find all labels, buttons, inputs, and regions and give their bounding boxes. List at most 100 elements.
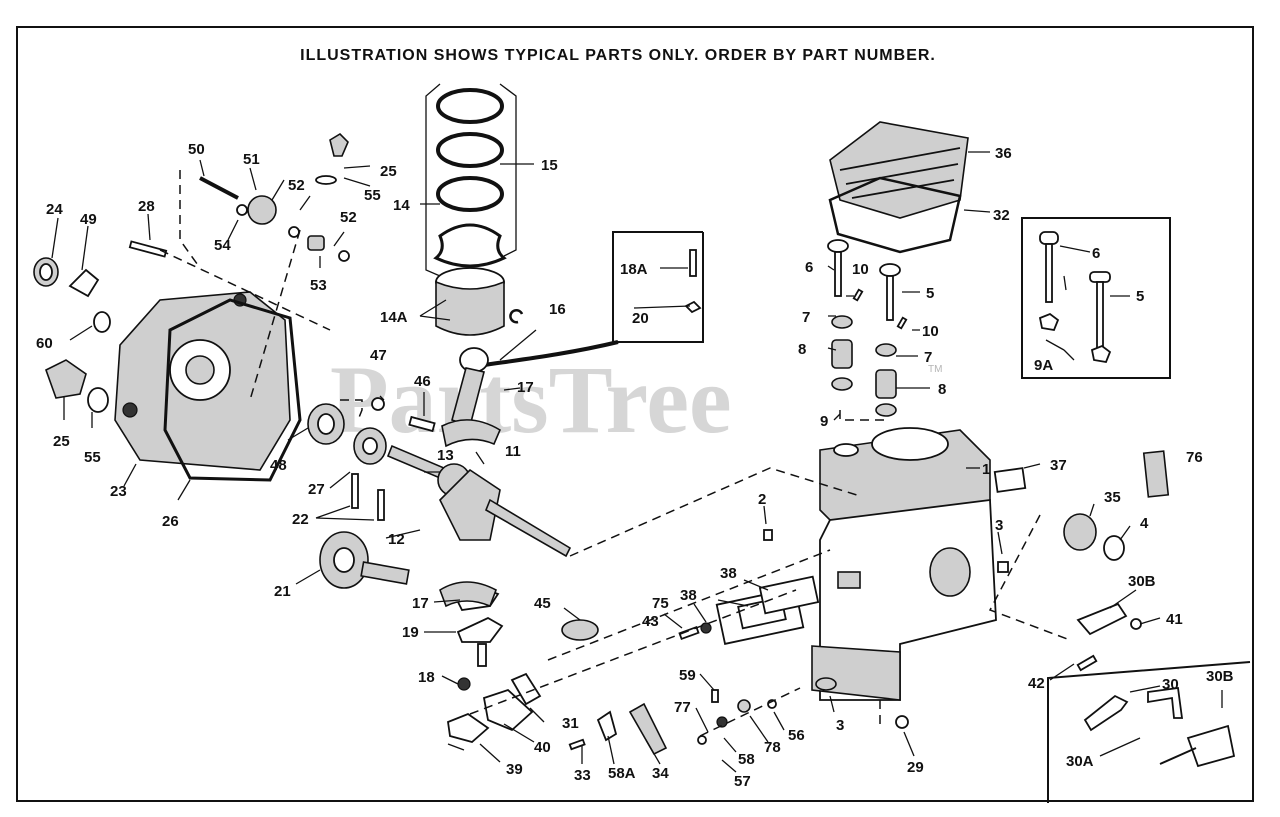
- governor-shaft-bracket: [68, 268, 100, 298]
- callout-7-left: 7: [802, 309, 810, 326]
- callout-55-top: 55: [364, 187, 381, 204]
- callout-labels: 1 2 3 3 4 5 5 6 6 7 7 8 8 9 9A 10 10 11 …: [36, 141, 1234, 790]
- callout-39: 39: [506, 761, 523, 778]
- callout-6-inset: 6: [1092, 245, 1100, 262]
- oil-fill-plug: [45, 359, 87, 399]
- callout-59: 59: [679, 667, 696, 684]
- callout-25-top: 25: [380, 163, 397, 180]
- throttle-bracket-parts: [596, 689, 777, 756]
- callout-18: 18: [418, 669, 435, 686]
- oil-fill-gasket: [87, 387, 109, 413]
- inset-box-valve-variant: [1021, 217, 1171, 379]
- callout-19: 19: [402, 624, 419, 641]
- callout-53: 53: [310, 277, 327, 294]
- callout-28: 28: [138, 198, 155, 215]
- callout-1: 1: [982, 461, 990, 478]
- callout-40: 40: [534, 739, 551, 756]
- callout-35: 35: [1104, 489, 1121, 506]
- callout-54: 54: [214, 237, 231, 254]
- callout-57: 57: [734, 773, 751, 790]
- callout-30: 30: [1162, 676, 1179, 693]
- callout-12: 12: [388, 531, 405, 548]
- callout-2: 2: [758, 491, 766, 508]
- intake-adapter: [1063, 513, 1125, 561]
- callout-32: 32: [993, 207, 1010, 224]
- callout-29: 29: [907, 759, 924, 776]
- callout-42: 42: [1028, 675, 1045, 692]
- callout-21: 21: [274, 583, 291, 600]
- callout-58: 58: [738, 751, 755, 768]
- callout-43: 43: [642, 613, 659, 630]
- oil-seal: [33, 257, 59, 287]
- callout-30B-inset: 30B: [1206, 668, 1234, 685]
- watermark: PartsTree: [330, 346, 732, 453]
- callout-33: 33: [574, 767, 591, 784]
- assembly-lines: [159, 170, 1071, 737]
- head-gasket: [828, 176, 962, 254]
- callout-51: 51: [243, 151, 260, 168]
- callout-22: 22: [292, 511, 309, 528]
- callout-76: 76: [1186, 449, 1203, 466]
- cylinder-block: [811, 427, 997, 701]
- breather-gasket: [993, 467, 1027, 493]
- callout-46: 46: [414, 373, 431, 390]
- cylinder-head: [829, 121, 969, 219]
- inset-box-throttle-linkage: [1047, 661, 1251, 803]
- crankcase-gasket: [163, 298, 302, 482]
- callout-60: 60: [36, 335, 53, 352]
- callout-8-right: 8: [938, 381, 946, 398]
- valve-springs: [831, 339, 897, 399]
- cylinder-bolt-46: [408, 415, 436, 433]
- callout-48: 48: [270, 457, 287, 474]
- callout-78: 78: [764, 739, 781, 756]
- piston-pin-clip: [509, 309, 524, 324]
- callout-30A: 30A: [1066, 753, 1094, 770]
- callout-49: 49: [80, 211, 97, 228]
- callout-11: 11: [505, 443, 521, 460]
- callout-45: 45: [534, 595, 551, 612]
- callout-17-rod: 17: [517, 379, 534, 396]
- callout-25-left: 25: [53, 433, 70, 450]
- piston: [435, 267, 505, 336]
- crankshaft-oil-seal: [353, 427, 387, 465]
- valve-intake: [879, 263, 901, 321]
- callout-56: 56: [788, 727, 805, 744]
- valve-cover-screws: [351, 473, 385, 521]
- callout-14A: 14A: [380, 309, 408, 326]
- callout-10-bottom: 10: [922, 323, 939, 340]
- main-bearing: [307, 403, 345, 445]
- callout-18A: 18A: [620, 261, 648, 278]
- callout-5: 5: [926, 285, 934, 302]
- crankshaft: [386, 444, 572, 558]
- callout-6: 6: [805, 259, 813, 276]
- piston-rings: [425, 83, 517, 277]
- callout-34: 34: [652, 765, 669, 782]
- callout-38-right: 38: [720, 565, 737, 582]
- callout-4: 4: [1140, 515, 1149, 532]
- callout-5-inset: 5: [1136, 288, 1144, 305]
- diagram-frame: [16, 26, 1254, 802]
- diagram-heading: ILLUSTRATION SHOWS TYPICAL PARTS ONLY. O…: [300, 47, 936, 64]
- callout-50: 50: [188, 141, 205, 158]
- callout-17-cap: 17: [412, 595, 429, 612]
- callout-47: 47: [370, 347, 387, 364]
- drain-plug: [93, 311, 111, 333]
- callout-10-top: 10: [852, 261, 869, 278]
- callout-15: 15: [541, 157, 558, 174]
- watermark-trademark: TM: [928, 364, 942, 375]
- callout-27: 27: [308, 481, 325, 498]
- callout-13: 13: [437, 447, 454, 464]
- breather-assembly: [678, 575, 820, 645]
- dowel-pins: [763, 529, 1009, 729]
- callout-3-top: 3: [995, 517, 1003, 534]
- governor-lever-parts: [1076, 602, 1142, 672]
- callout-14: 14: [393, 197, 410, 214]
- callout-77: 77: [674, 699, 691, 716]
- crankcase-bolt-47: [371, 397, 385, 411]
- callout-31: 31: [562, 715, 579, 732]
- governor-assembly: [128, 132, 350, 262]
- valve-seals: [831, 377, 897, 417]
- callout-41: 41: [1166, 611, 1183, 628]
- callout-16: 16: [549, 301, 566, 318]
